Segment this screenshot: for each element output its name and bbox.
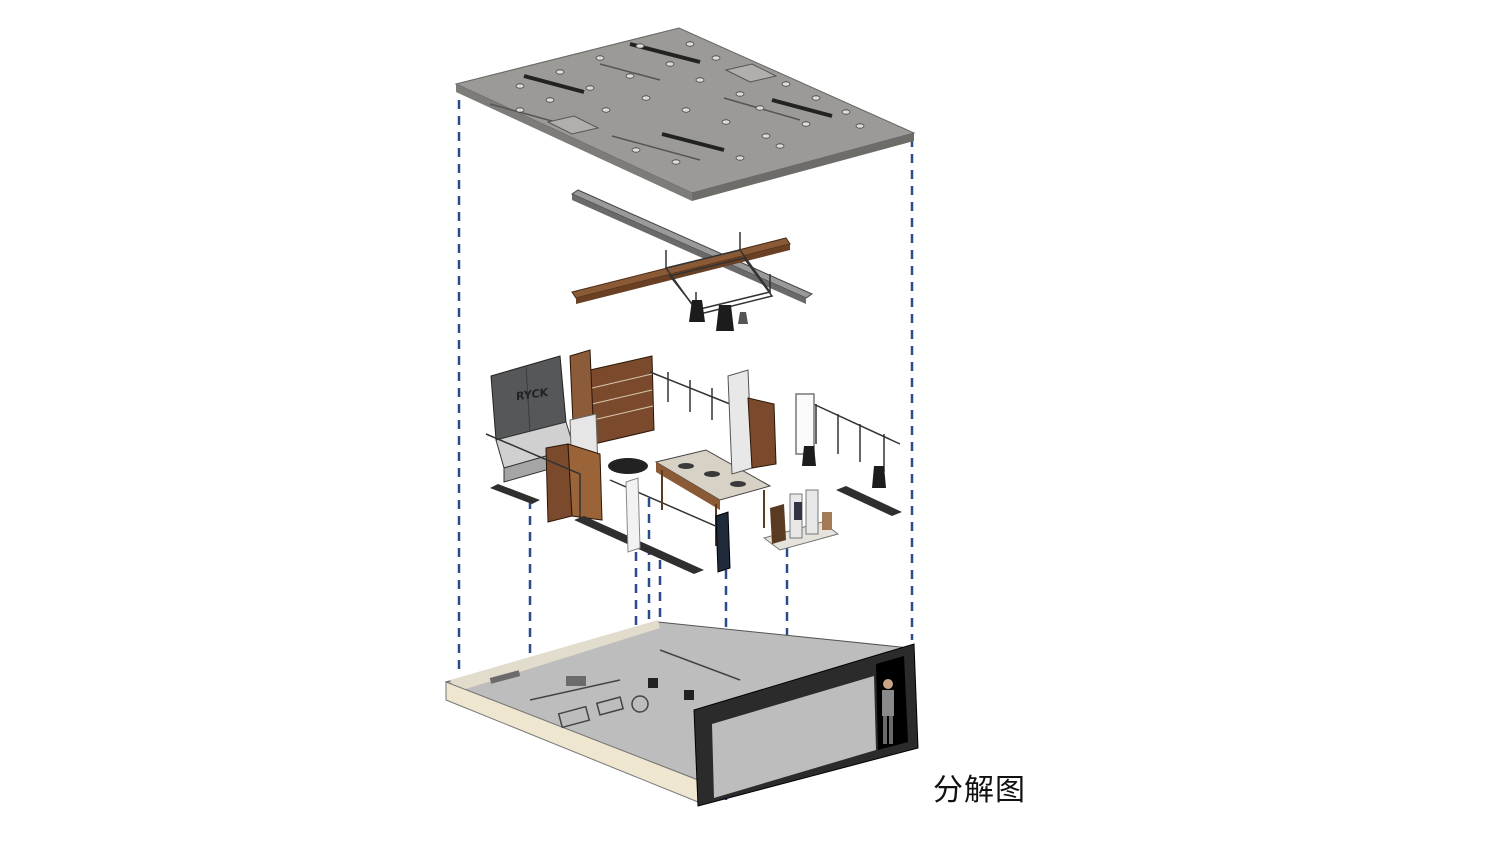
human-figure — [882, 679, 894, 744]
floor-base — [444, 620, 919, 807]
diagram-caption: 分解图 — [933, 773, 1026, 808]
ceiling-slab — [454, 27, 916, 201]
digital-signage — [715, 511, 731, 573]
wood-sideboard — [545, 443, 573, 523]
furniture-level — [485, 349, 902, 574]
hanging-beam-assembly — [570, 189, 814, 331]
